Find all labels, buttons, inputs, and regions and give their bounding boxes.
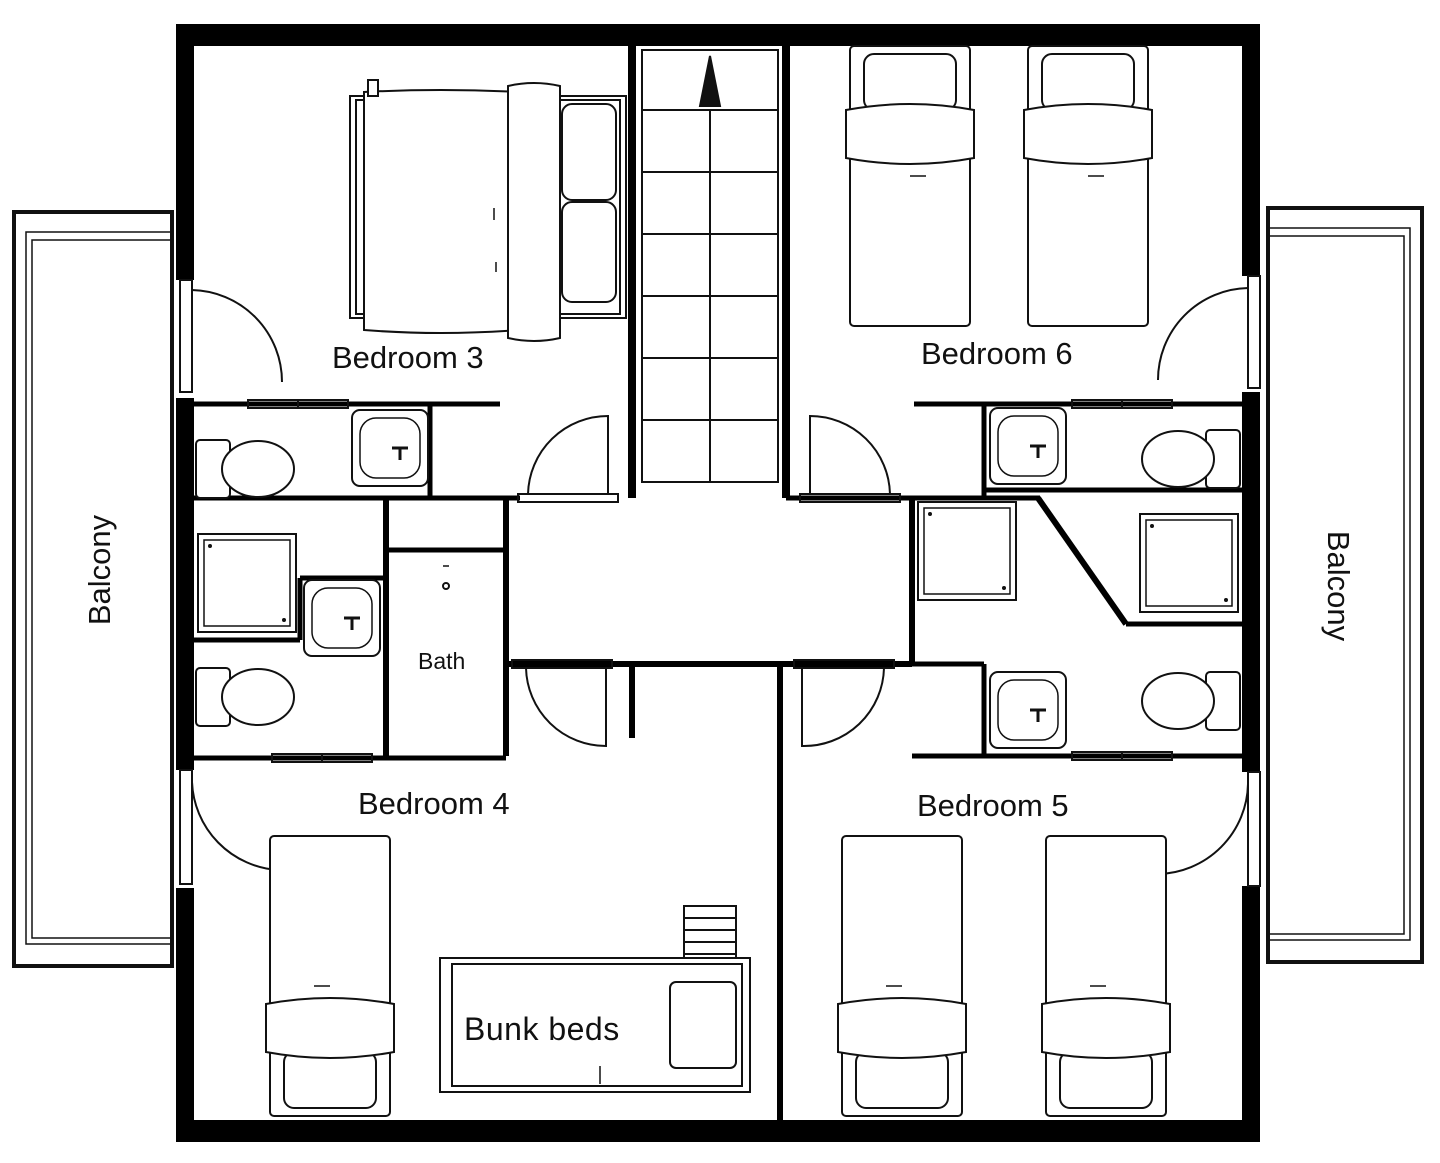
single-bed	[1041, 835, 1171, 1117]
shower	[917, 501, 1017, 601]
toilet	[1141, 671, 1241, 731]
double-bed	[349, 79, 627, 342]
shower	[1139, 513, 1239, 613]
single-bed	[845, 45, 975, 327]
shower	[197, 533, 297, 633]
bath-tub	[442, 565, 450, 590]
balcony-left	[12, 210, 174, 968]
doors	[179, 275, 1261, 887]
toilet	[195, 439, 295, 499]
exterior-walls	[176, 24, 1260, 1142]
room-label-bedroom-6: Bedroom 6	[921, 336, 1073, 371]
balcony-label-right: Balcony	[1321, 530, 1356, 642]
staircase	[641, 49, 779, 483]
bunk-bed	[439, 905, 751, 1093]
single-bed	[837, 835, 967, 1117]
room-label-bedroom-4: Bedroom 4	[358, 786, 510, 821]
sink	[988, 406, 1068, 486]
single-bed	[1023, 45, 1153, 327]
room-label-bunk-beds: Bunk beds	[464, 1011, 620, 1047]
room-label-bedroom-5: Bedroom 5	[917, 788, 1069, 823]
balcony-label-left: Balcony	[82, 514, 117, 626]
toilet	[1141, 429, 1241, 489]
single-bed	[265, 835, 395, 1117]
sink	[988, 670, 1068, 750]
room-label-bath: Bath	[418, 648, 466, 674]
sink	[350, 408, 430, 488]
balcony-right	[1266, 206, 1424, 964]
toilet	[195, 667, 295, 727]
sink	[302, 578, 382, 658]
interior-walls	[194, 46, 1242, 1120]
room-label-bedroom-3: Bedroom 3	[332, 340, 484, 375]
